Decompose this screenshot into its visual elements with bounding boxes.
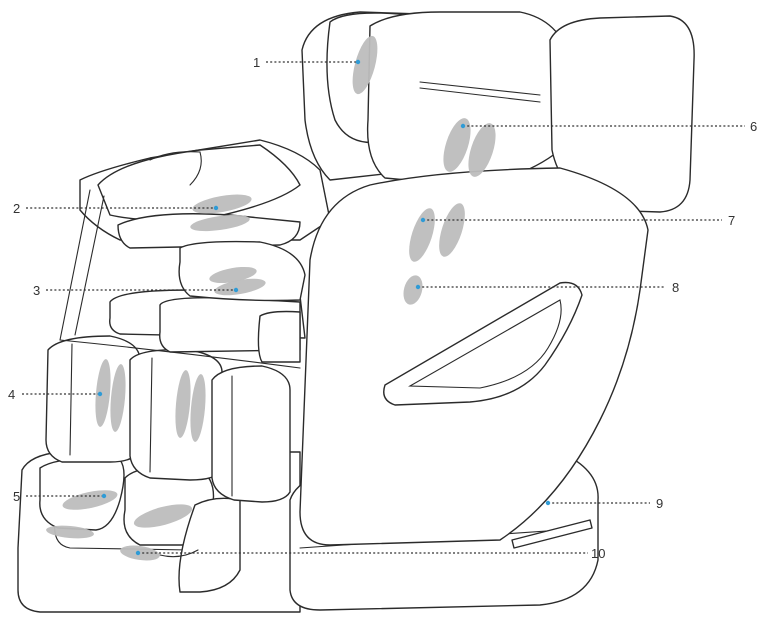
zone-foot-left-b: [46, 525, 94, 539]
callout-labels: 1 2 3 4 5 6 7 8 9 10: [8, 55, 757, 561]
callout-label-6: 6: [750, 119, 757, 134]
marker-dot-8: [415, 284, 421, 290]
backrest: [299, 11, 695, 546]
zone-neck: [352, 35, 378, 95]
marker-dot-6: [460, 123, 466, 129]
zone-back-upper-a: [443, 118, 471, 172]
callout-label-7: 7: [728, 213, 735, 228]
callout-label-8: 8: [672, 280, 679, 295]
leader-lines: [22, 59, 745, 556]
callout-label-4: 4: [8, 387, 15, 402]
zone-back-upper-b: [468, 123, 496, 177]
zone-back-mid-b: [439, 203, 465, 257]
callout-label-10: 10: [591, 546, 605, 561]
marker-dot-1: [355, 59, 361, 65]
marker-dot-9: [545, 500, 551, 506]
seat: [59, 289, 306, 369]
zone-seat-upper: [209, 266, 257, 284]
zone-arm-lower: [190, 214, 250, 232]
marker-dot-4: [97, 391, 103, 397]
zone-calf-left-a: [95, 359, 111, 427]
zone-arm-upper: [192, 194, 252, 214]
marker-dot-10: [135, 550, 141, 556]
zone-calf-right-a: [175, 370, 191, 438]
zone-calf-right-b: [190, 374, 206, 442]
marker-dot-5: [101, 493, 107, 499]
callout-label-1: 1: [253, 55, 260, 70]
zone-foot-right-a: [133, 504, 193, 528]
callout-label-3: 3: [33, 283, 40, 298]
zone-back-mid-a: [409, 208, 435, 262]
callout-label-2: 2: [13, 201, 20, 216]
callout-label-5: 5: [13, 489, 20, 504]
callout-label-9: 9: [656, 496, 663, 511]
marker-dot-3: [233, 287, 239, 293]
zone-calf-left-b: [110, 364, 126, 432]
zone-seat-lower: [214, 278, 266, 296]
marker-dot-2: [213, 205, 219, 211]
marker-dot-7: [420, 217, 426, 223]
zone-lumbar: [403, 275, 423, 305]
